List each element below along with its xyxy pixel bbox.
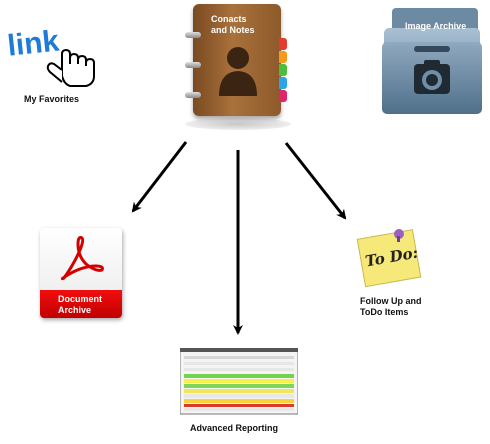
advanced-reporting-node[interactable] — [179, 347, 299, 416]
arrow-to-followup — [284, 142, 347, 220]
book-tab-green — [279, 64, 287, 76]
pdf-icon — [40, 228, 122, 318]
book-ring — [185, 32, 201, 38]
book-ring — [185, 92, 201, 98]
camera-folder-icon — [382, 8, 482, 114]
contacts-label-line1: Conacts — [211, 14, 247, 24]
arrow-to-document-archive — [131, 141, 188, 213]
followup-node[interactable]: To Do: — [355, 224, 425, 288]
acrobat-symbol — [60, 236, 104, 281]
pdf-red-band — [40, 290, 122, 318]
contacts-label-line2: and Notes — [211, 25, 255, 35]
sticky-note-icon — [356, 229, 422, 288]
followup-label-line2: ToDo Items — [360, 307, 409, 317]
document-archive-node[interactable]: Document Archive — [40, 228, 122, 318]
hand-cursor-icon: link — [6, 24, 95, 87]
followup-label-line1: Follow Up and — [360, 296, 422, 306]
book-tab-blue — [279, 77, 287, 89]
report-spreadsheet-icon — [179, 347, 299, 415]
advanced-reporting-label: Advanced Reporting — [190, 423, 279, 433]
book-tab-pink — [279, 90, 287, 102]
document-archive-label-line1: Document — [58, 294, 103, 304]
favorites-node[interactable]: link My Favorites — [4, 18, 114, 110]
book-shadow — [185, 118, 291, 130]
image-archive-label: Image Archive — [405, 21, 467, 31]
book-tab-orange — [279, 51, 287, 63]
contacts-node[interactable]: Conacts and Notes — [185, 4, 289, 122]
book-ring — [185, 62, 201, 68]
document-archive-label-line2: Archive — [58, 305, 92, 315]
image-archive-node[interactable]: Image Archive — [380, 6, 484, 118]
link-logo-text: link — [6, 24, 61, 62]
favorites-label: My Favorites — [24, 94, 80, 104]
book-tab-red — [279, 38, 287, 50]
person-silhouette-icon — [219, 47, 257, 96]
